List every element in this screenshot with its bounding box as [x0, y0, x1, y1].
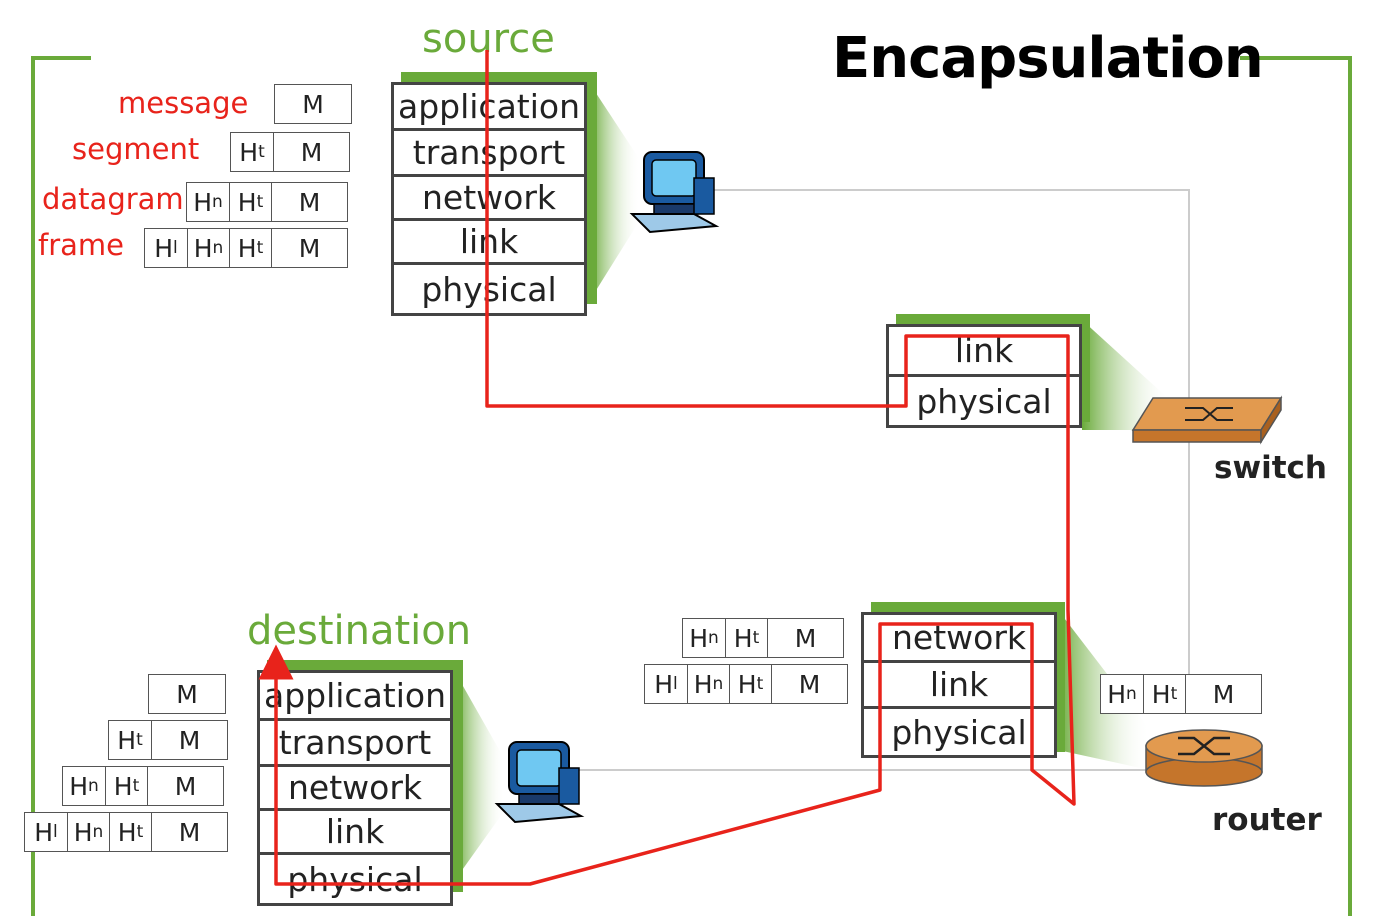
payload-cell: M: [302, 89, 324, 119]
switch-stack: link physical: [886, 324, 1082, 428]
payload-cell: M: [151, 813, 227, 851]
destination-shade: [455, 672, 505, 880]
layer-transport: transport: [260, 721, 450, 767]
payload-cell: M: [273, 133, 349, 171]
layer-link: link: [394, 221, 584, 265]
destination-stack: application transport network link physi…: [257, 670, 453, 906]
pdu-message: M: [148, 674, 226, 714]
frame-line-left: [31, 56, 35, 916]
layer-network: network: [260, 767, 450, 811]
pdu-label-segment: segment: [72, 132, 200, 166]
frame-line-top-left: [31, 56, 91, 60]
layer-application: application: [394, 85, 584, 131]
layer-link: link: [864, 663, 1054, 709]
switch-icon: [1131, 395, 1283, 445]
pdu-label-datagram: datagram: [42, 182, 184, 216]
pdu-label-message: message: [118, 86, 249, 120]
switch-shade: [1082, 320, 1170, 430]
computer-icon: [629, 151, 720, 234]
layer-physical: physical: [421, 269, 557, 309]
layer-network: network: [394, 177, 584, 221]
source-stack: application transport network link physi…: [391, 82, 587, 316]
layer-physical: physical: [891, 712, 1027, 752]
payload-cell: M: [147, 767, 223, 805]
switch-label: switch: [1214, 450, 1327, 486]
layer-application: application: [260, 673, 450, 721]
payload-cell: M: [767, 619, 843, 657]
computer-icon: [494, 741, 585, 824]
payload-cell: M: [151, 721, 227, 759]
payload-cell: M: [271, 183, 347, 221]
payload-cell: M: [771, 665, 847, 703]
network-links: [578, 189, 1190, 771]
payload-cell: M: [176, 679, 198, 709]
router-stack: network link physical: [861, 612, 1057, 758]
pdu-label-frame: frame: [38, 228, 124, 262]
page-title: Encapsulation: [832, 26, 1264, 91]
layer-physical: physical: [916, 381, 1052, 421]
payload-cell: M: [1185, 675, 1261, 713]
layer-transport: transport: [394, 131, 584, 177]
pdu-message: M: [274, 84, 352, 124]
layer-link: link: [260, 811, 450, 855]
layer-physical: physical: [287, 859, 423, 899]
frame-line-top-right: [1240, 56, 1352, 60]
frame-line-right: [1348, 56, 1352, 916]
source-shade: [590, 84, 640, 300]
router-icon: [1145, 729, 1263, 787]
payload-cell: M: [271, 229, 347, 267]
router-label: router: [1212, 802, 1322, 838]
data-path: [258, 50, 1076, 886]
